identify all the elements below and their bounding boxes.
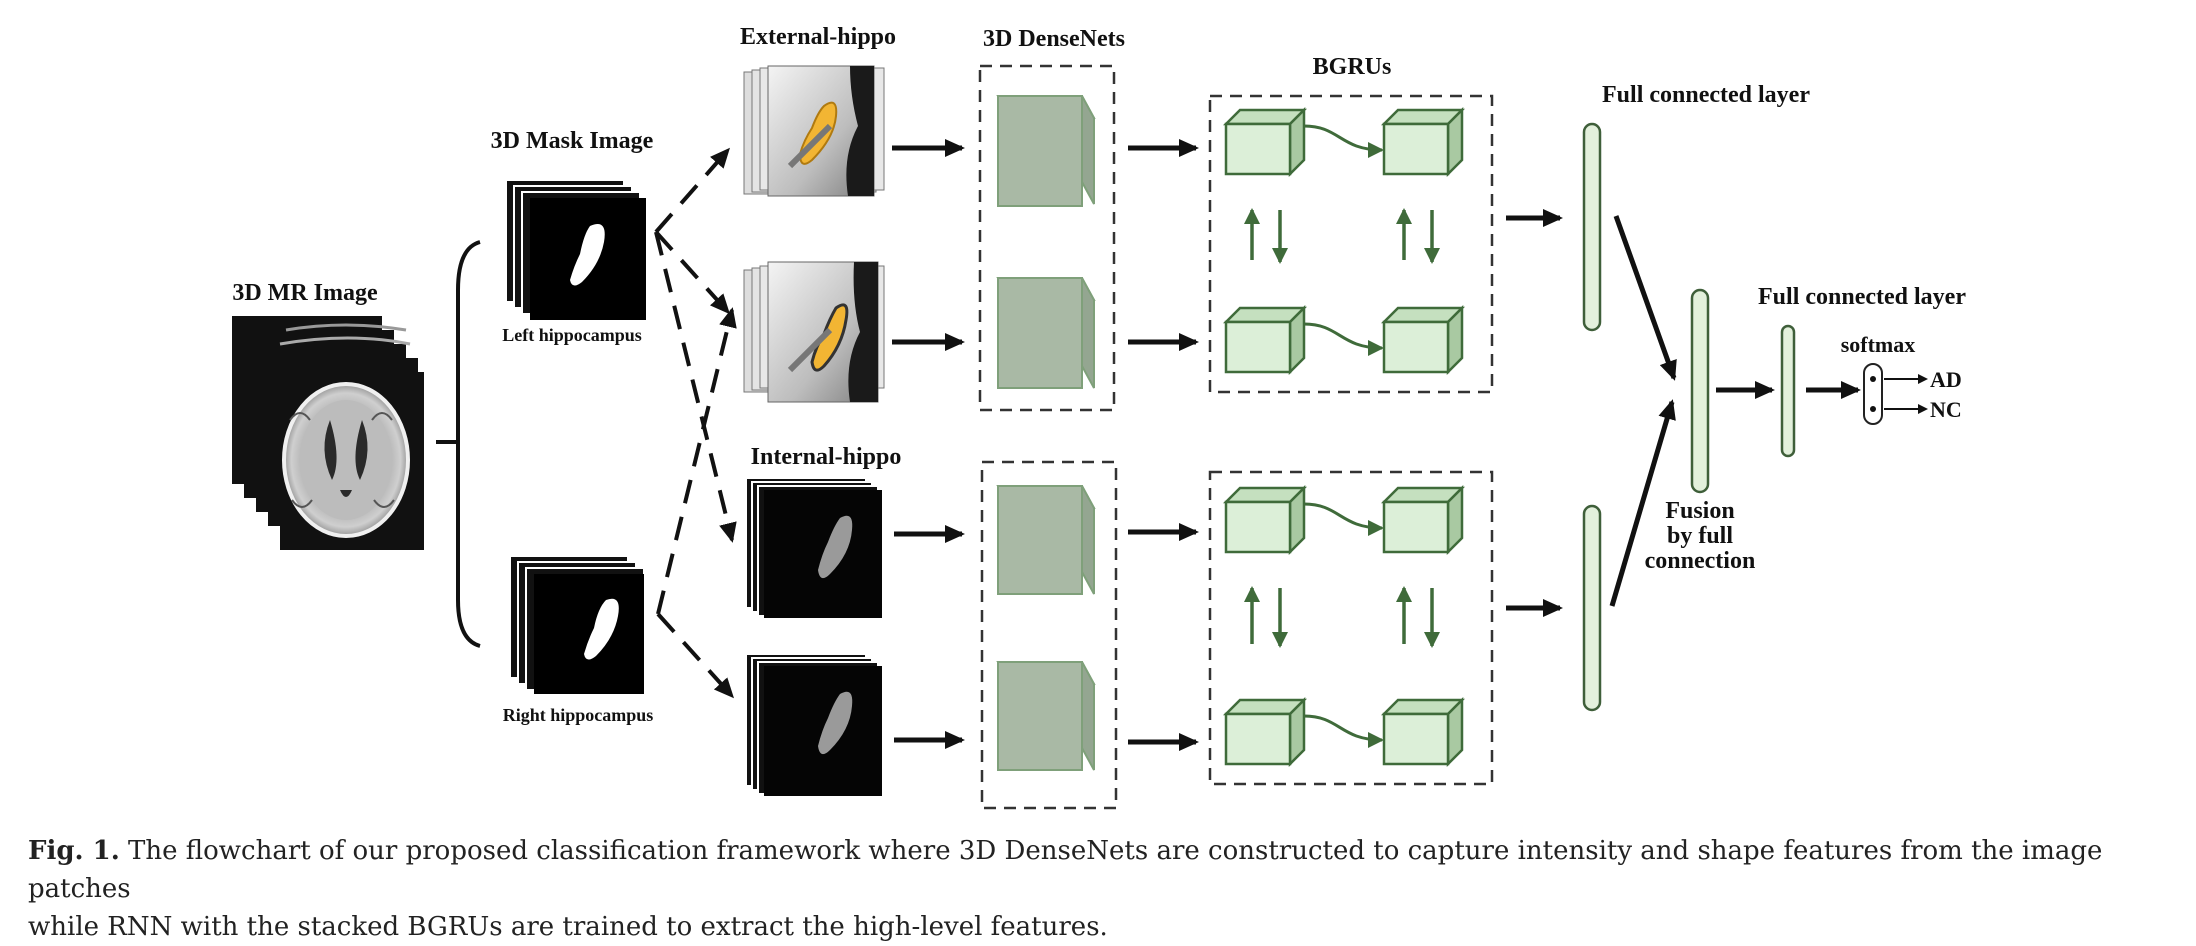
figure-caption: Fig. 1. The flowchart of our proposed cl… [28,832,2168,946]
internal-patch-2 [745,653,882,796]
bgrus-label: BGRUs [1313,54,1392,80]
caption-text-line1: The flowchart of our proposed classifica… [28,836,2103,904]
bgrus-box-top [1208,94,1494,394]
fc-layer-2-label: Full connected layer [1758,284,1966,310]
external-hippo-label: External-hippo [740,24,896,50]
gru-cube-6 [1380,484,1466,556]
dense-cube-4 [996,661,1096,771]
arrows-to-densenets [892,139,965,749]
bgrus-box-bottom [1208,470,1494,786]
fusion-label-line2: by full [1667,523,1733,549]
softmax-node [1863,363,1883,425]
fc-layer-1-label: Full connected layer [1602,82,1810,108]
gru-cube-5 [1222,484,1308,556]
caption-prefix: Fig. 1. [28,836,120,866]
right-hippocampus-label: Right hippocampus [503,705,654,725]
fusion-label-line3: connection [1645,548,1756,574]
dense-cube-3 [996,485,1096,595]
mask-stack-right [509,555,645,694]
gru-cube-7 [1222,696,1308,768]
fusion-label-line1: Fusion [1665,498,1734,524]
hippocampus-mask-right [584,598,619,660]
split-brace [456,240,481,648]
internal-patch-1 [745,477,882,618]
fc2-bar [1780,324,1796,458]
arrows-to-bgrus [1128,139,1199,751]
external-patch-2 [743,261,885,403]
mr-image-stack [232,316,424,550]
fc-bar-top [1582,122,1602,332]
left-hippocampus-label: Left hippocampus [502,325,642,345]
arrows-to-fc [1506,209,1563,617]
gru-forward-arrows [1303,124,1384,748]
dashed-arrows [654,147,737,699]
densenets-box-bottom [980,460,1118,810]
output-nc-label: NC [1930,397,1962,422]
gru-cube-8 [1380,696,1466,768]
output-ad-label: AD [1930,367,1962,392]
external-patch-1 [743,65,885,197]
mask-stack-left [505,179,646,320]
caption-text-line2: while RNN with the stacked BGRUs are tra… [28,912,1108,942]
hippo-gray-2 [818,691,853,755]
fusion-arrows [1609,215,1677,607]
softmax-label: softmax [1841,332,1916,357]
densenets-box-top [978,64,1116,412]
fc-bar-bottom [1582,504,1602,712]
hippocampus-mask-left [570,224,605,286]
dense-cube-1 [996,95,1096,207]
gru-cube-1 [1222,106,1308,178]
gru-cube-3 [1222,304,1308,376]
mask-image-label: 3D Mask Image [491,128,654,154]
gru-cube-4 [1380,304,1466,376]
densenets-label: 3D DenseNets [983,26,1125,52]
mr-image-label: 3D MR Image [232,280,378,306]
internal-hippo-label: Internal-hippo [751,444,902,470]
dense-cube-2 [996,277,1096,389]
hippo-gray-1 [818,515,853,579]
fusion-bar [1690,288,1710,494]
gru-bidirectional-arrows [1244,208,1440,648]
flowchart-diagram: 3D MR Image 3D Mask Image Left hippocamp… [232,24,1966,810]
gru-cube-2 [1380,106,1466,178]
